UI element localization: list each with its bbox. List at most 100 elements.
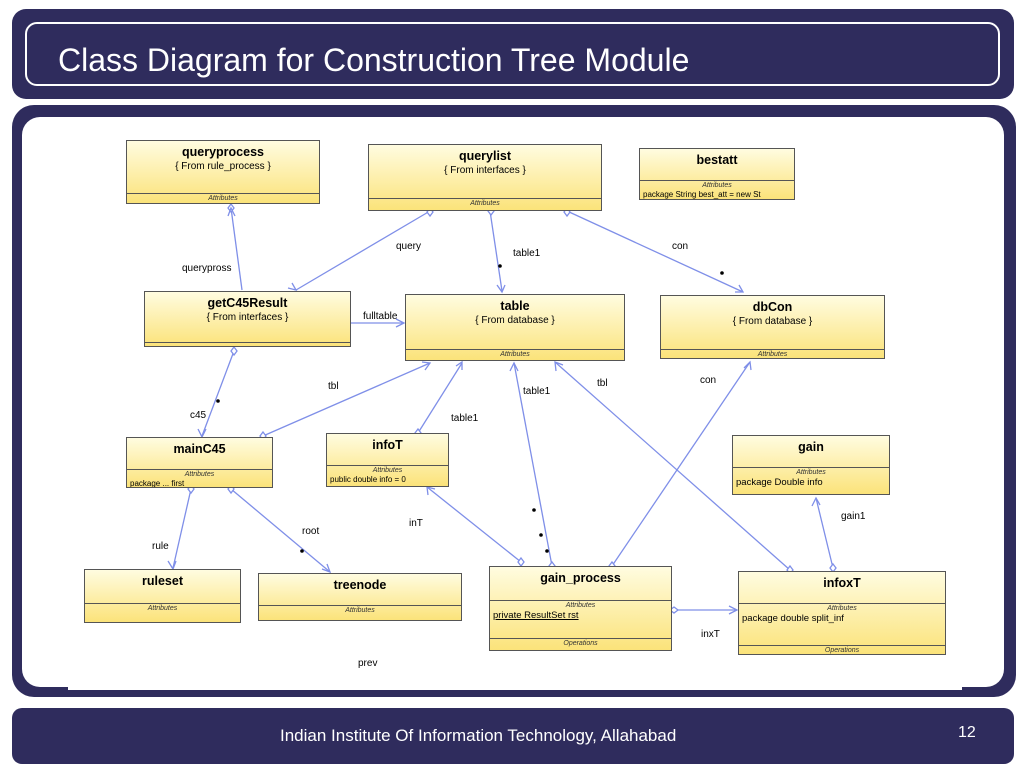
class-infoT[interactable]: infoT Attributes public double info = 0 bbox=[326, 433, 449, 487]
attributes-title: Attributes bbox=[372, 467, 403, 474]
edge-label-tbl-right: tbl bbox=[597, 378, 608, 389]
class-queryprocess[interactable]: queryprocess { From rule_process } Attri… bbox=[126, 140, 320, 204]
class-bestatt[interactable]: bestatt Attributes package String best_a… bbox=[639, 148, 795, 200]
class-name: getC45Result bbox=[207, 296, 288, 310]
page-number: 12 bbox=[958, 724, 976, 741]
attributes-section: Attributes package ... first bbox=[127, 469, 272, 487]
nav-dot-table1 bbox=[498, 264, 502, 268]
attributes-section: Attributes package double split_inf bbox=[739, 603, 945, 625]
attributes-title: Attributes bbox=[702, 182, 732, 189]
class-gain[interactable]: gain Attributes package Double info bbox=[732, 435, 890, 495]
class-name: querylist bbox=[458, 149, 512, 163]
attributes-section: Attributes private ResultSet rst bbox=[490, 600, 671, 622]
edge-mainC45-treenode bbox=[230, 488, 331, 573]
arrowhead-table-mainC45 bbox=[421, 361, 432, 371]
attribute-line: public double info = 0 bbox=[330, 475, 406, 484]
attributes-section: Attributes public double info = 0 bbox=[327, 465, 448, 485]
class-table[interactable]: table { From database } Attributes bbox=[405, 294, 625, 361]
arrowhead-table-top bbox=[496, 284, 506, 294]
arrowhead-getC45Result-up bbox=[287, 282, 298, 292]
edge-label-gain1: gain1 bbox=[841, 511, 866, 522]
edge-label-table1-top: table1 bbox=[513, 248, 541, 259]
class-name: mainC45 bbox=[173, 442, 226, 456]
class-name: gain_process bbox=[540, 571, 621, 585]
arrowhead-table-infoxT bbox=[554, 361, 564, 372]
class-ruleset[interactable]: ruleset Attributes bbox=[84, 569, 241, 623]
attributes-section: Attributes bbox=[406, 349, 624, 359]
operations-section: Operations bbox=[739, 645, 945, 654]
nav-dot-con bbox=[720, 271, 724, 275]
attributes-title: Attributes bbox=[827, 605, 857, 612]
attributes-section: Attributes package String best_att = new… bbox=[640, 180, 794, 199]
class-gain_process[interactable]: gain_process Attributes private ResultSe… bbox=[489, 566, 672, 651]
edge-label-con-bottom: con bbox=[700, 375, 717, 386]
attributes-title: Attributes bbox=[796, 469, 826, 476]
edge-label-inT: inT bbox=[409, 518, 423, 529]
edge-label-table1-infoT: table1 bbox=[451, 413, 479, 424]
class-treenode[interactable]: treenode Attributes bbox=[258, 573, 462, 621]
operations-title: Operations bbox=[824, 647, 860, 654]
class-origin: { From database } bbox=[475, 315, 555, 326]
arrowhead-infoT-bottom bbox=[426, 486, 436, 496]
attributes-title: Attributes bbox=[184, 471, 215, 478]
attributes-section: Attributes bbox=[661, 349, 884, 358]
arrowhead-table-gain_process bbox=[509, 361, 519, 372]
edge-queryprocess-getC45Result bbox=[230, 207, 243, 291]
footer-bar bbox=[12, 708, 1014, 764]
diamond-gain_process-inT bbox=[517, 556, 525, 568]
edge-label-rule: rule bbox=[152, 541, 169, 552]
attribute-line: package Double info bbox=[736, 477, 823, 488]
edge-label-table1-gain_process: table1 bbox=[523, 386, 551, 397]
class-name: ruleset bbox=[142, 574, 183, 588]
edge-label-querypross: querypross bbox=[182, 263, 232, 274]
class-getC45Result[interactable]: getC45Result { From interfaces } bbox=[144, 291, 351, 347]
class-querylist[interactable]: querylist { From interfaces } Attributes bbox=[368, 144, 602, 211]
nav-dot-root bbox=[300, 549, 304, 553]
attributes-section: Attributes bbox=[127, 193, 319, 203]
nav-dot-table1-b bbox=[539, 533, 543, 537]
edge-mainC45-table bbox=[262, 362, 431, 437]
edge-querylist-table bbox=[489, 210, 503, 292]
title-frame bbox=[25, 22, 1000, 86]
slide-title: Class Diagram for Construction Tree Modu… bbox=[58, 42, 690, 78]
edge-querylist-getC45Result bbox=[295, 210, 431, 291]
attributes-section bbox=[145, 342, 350, 343]
attributes-title: Attributes bbox=[757, 351, 788, 358]
edge-mainC45-ruleset bbox=[172, 488, 192, 569]
arrowhead-dbCon-top bbox=[735, 284, 745, 293]
edge-querylist-dbCon bbox=[566, 210, 744, 293]
class-origin: { From interfaces } bbox=[206, 312, 289, 323]
arrowhead-gain-bottom bbox=[811, 496, 821, 507]
operations-section: Operations bbox=[490, 638, 671, 648]
class-dbCon[interactable]: dbCon { From database } Attributes bbox=[660, 295, 885, 359]
attributes-title: Attributes bbox=[565, 602, 596, 609]
attributes-title: Attributes bbox=[345, 607, 375, 614]
footer-institution: Indian Institute Of Information Technolo… bbox=[280, 726, 677, 745]
class-origin: { From interfaces } bbox=[444, 165, 526, 176]
nav-dot-c45 bbox=[216, 399, 220, 403]
attributes-title: Attributes bbox=[208, 195, 238, 202]
class-name: treenode bbox=[333, 578, 387, 592]
edge-label-query: query bbox=[396, 241, 422, 252]
arrowhead-queryprocess-top bbox=[227, 206, 236, 217]
edge-label-tbl-left: tbl bbox=[328, 381, 339, 392]
arrowhead-dbCon-bottom bbox=[743, 360, 752, 371]
edge-gain_process-infoT bbox=[426, 486, 522, 563]
class-name: queryprocess bbox=[182, 145, 264, 159]
class-mainC45[interactable]: mainC45 Attributes package ... first bbox=[126, 437, 273, 488]
nav-dot-table1-c bbox=[545, 549, 549, 553]
attributes-section: Attributes bbox=[369, 198, 601, 208]
attributes-title: Attributes bbox=[500, 351, 530, 358]
edge-gain_process-table bbox=[513, 362, 553, 567]
attribute-line: private ResultSet rst bbox=[493, 610, 579, 621]
arrowhead-table-left bbox=[395, 318, 406, 328]
attribute-line: package String best_att = new St bbox=[643, 190, 761, 199]
class-name: table bbox=[500, 299, 530, 313]
class-name: infoxT bbox=[823, 576, 861, 590]
arrowhead-treenode-top bbox=[321, 563, 332, 574]
class-infoxT[interactable]: infoxT Attributes package double split_i… bbox=[738, 571, 946, 655]
class-name: gain bbox=[798, 440, 824, 454]
edge-infoxT-gain bbox=[815, 497, 834, 569]
nav-dot-table1-a bbox=[532, 508, 536, 512]
